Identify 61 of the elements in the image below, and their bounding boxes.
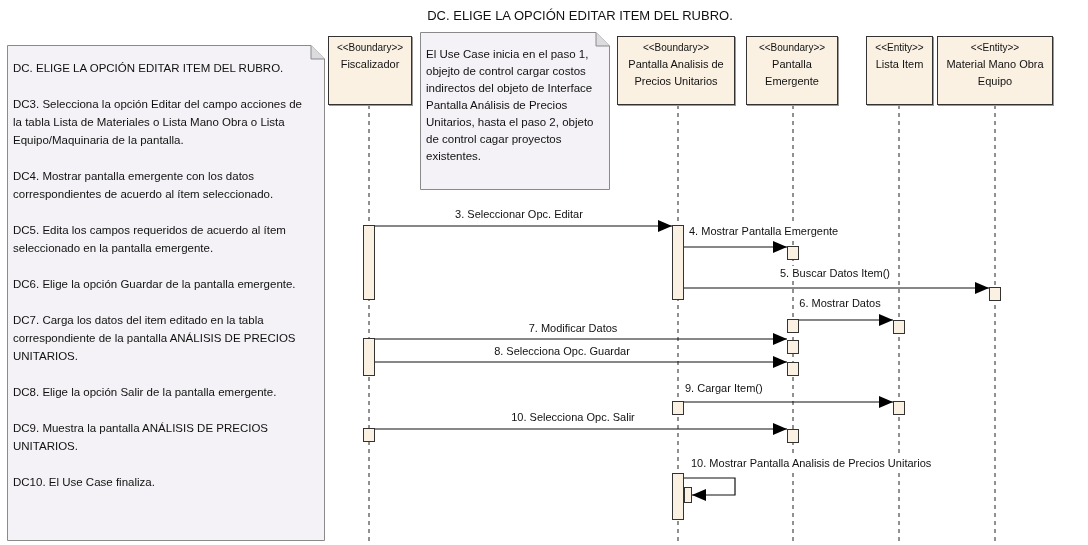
message-arrow [374,220,673,232]
note-text: DC6. Elige la opción Guardar de la pantalla emergente. [13,277,297,292]
activation-bar [787,319,799,333]
note [7,45,325,541]
note-text: DC7. Carga los datos del item editado en la tabla correspondiente de la pantalla ANÁLISIS DE PRECIOS UNITARIOS. [13,313,297,364]
note-text: DC5. Edita los campos requeridos de acuerdo al ítem seleccionado en la pantalla emergente. [13,223,287,256]
activation-bar [787,246,799,260]
note [420,32,610,190]
note-text: DC4. Mostrar pantalla emergente con los datos correspondientes de acuerdo al ítem seleccionado. [13,169,275,202]
activation-bar [893,401,905,415]
stereotype-label: <<Entity>> [875,41,924,55]
participant-box [617,36,735,105]
stereotype-label: <<Boundary>> [758,41,826,55]
message-arrow [683,477,736,501]
edge-label: 3. Seleccionar Opc. Editar [454,207,584,221]
message-arrow [374,333,788,345]
note-text: DC. ELIGE LA OPCIÓN EDITAR ITEM DEL RUBRO. [13,61,285,76]
activation-bar [363,338,375,376]
note-text: DC9. Muestra la pantalla ANÁLISIS DE PRECIOS UNITARIOS. [13,421,270,454]
activation-bar [787,429,799,443]
stereotype-label: <<Boundary>> [642,41,710,55]
activation-bar [672,225,684,300]
participant-name: Fiscalizador [340,57,400,72]
participant-box [328,36,412,105]
activation-bar [363,225,375,300]
edge-label: 7. Modificar Datos [527,321,619,335]
message-arrow [798,314,894,326]
note-text: El Use Case inicia en el paso 1, objejto de control cargar costos indirectos del objeto de Interface Pantalla Análisis de Precios Unitarios, hasta el paso 2, objeto de control cagar proyectos existentes. [426,47,595,164]
participant-box [746,36,838,105]
participant-name: Material Mano Obra Equipo [945,57,1045,89]
edge-label: 10. Mostrar Pantalla Analisis de Precios Unitarios [690,456,933,470]
message-arrow [683,282,990,294]
edge-label: 10. Selecciona Opc. Salir [510,410,636,424]
edge-label: 6. Mostrar Datos [798,296,882,310]
message-arrow [374,423,788,435]
note-text: DC8. Elige la opción Salir de la pantalla emergente. [13,385,278,400]
edge-label: 4. Mostrar Pantalla Emergente [688,224,840,238]
message-arrow [683,396,894,408]
activation-bar [672,401,684,415]
message-arrow [683,241,788,253]
activation-bar [787,362,799,376]
note-text: DC10. El Use Case finaliza. [13,475,156,490]
stereotype-label: <<Boundary>> [336,41,404,55]
stereotype-label: <<Entity>> [970,41,1020,55]
diagram-title: DC. ELIGE LA OPCIÓN EDITAR ITEM DEL RUBRO. [426,7,734,25]
activation-bar [787,340,799,354]
activation-bar [672,473,684,520]
activation-bar [363,428,375,442]
activation-bar [893,320,905,334]
activation-bar [684,487,692,503]
participant-box [866,36,933,105]
activation-bar [989,287,1001,301]
edge-label: 9. Cargar Item() [684,381,764,395]
participant-name: Pantalla Emergente [764,57,820,89]
participant-name: Pantalla Analisis de Precios Unitarios [627,57,725,89]
participant-name: Lista Item [875,57,924,72]
edge-label: 5. Buscar Datos Item() [779,266,891,280]
participant-box [937,36,1053,105]
message-arrow [374,356,788,368]
note-text: DC3. Selecciona la opción Editar del campo acciones de la tabla Lista de Materiales o Lista Mano Obra o Lista Equipo/Maquinaria de la pantalla. [13,97,303,148]
edge-label: 8. Selecciona Opc. Guardar [493,344,631,358]
